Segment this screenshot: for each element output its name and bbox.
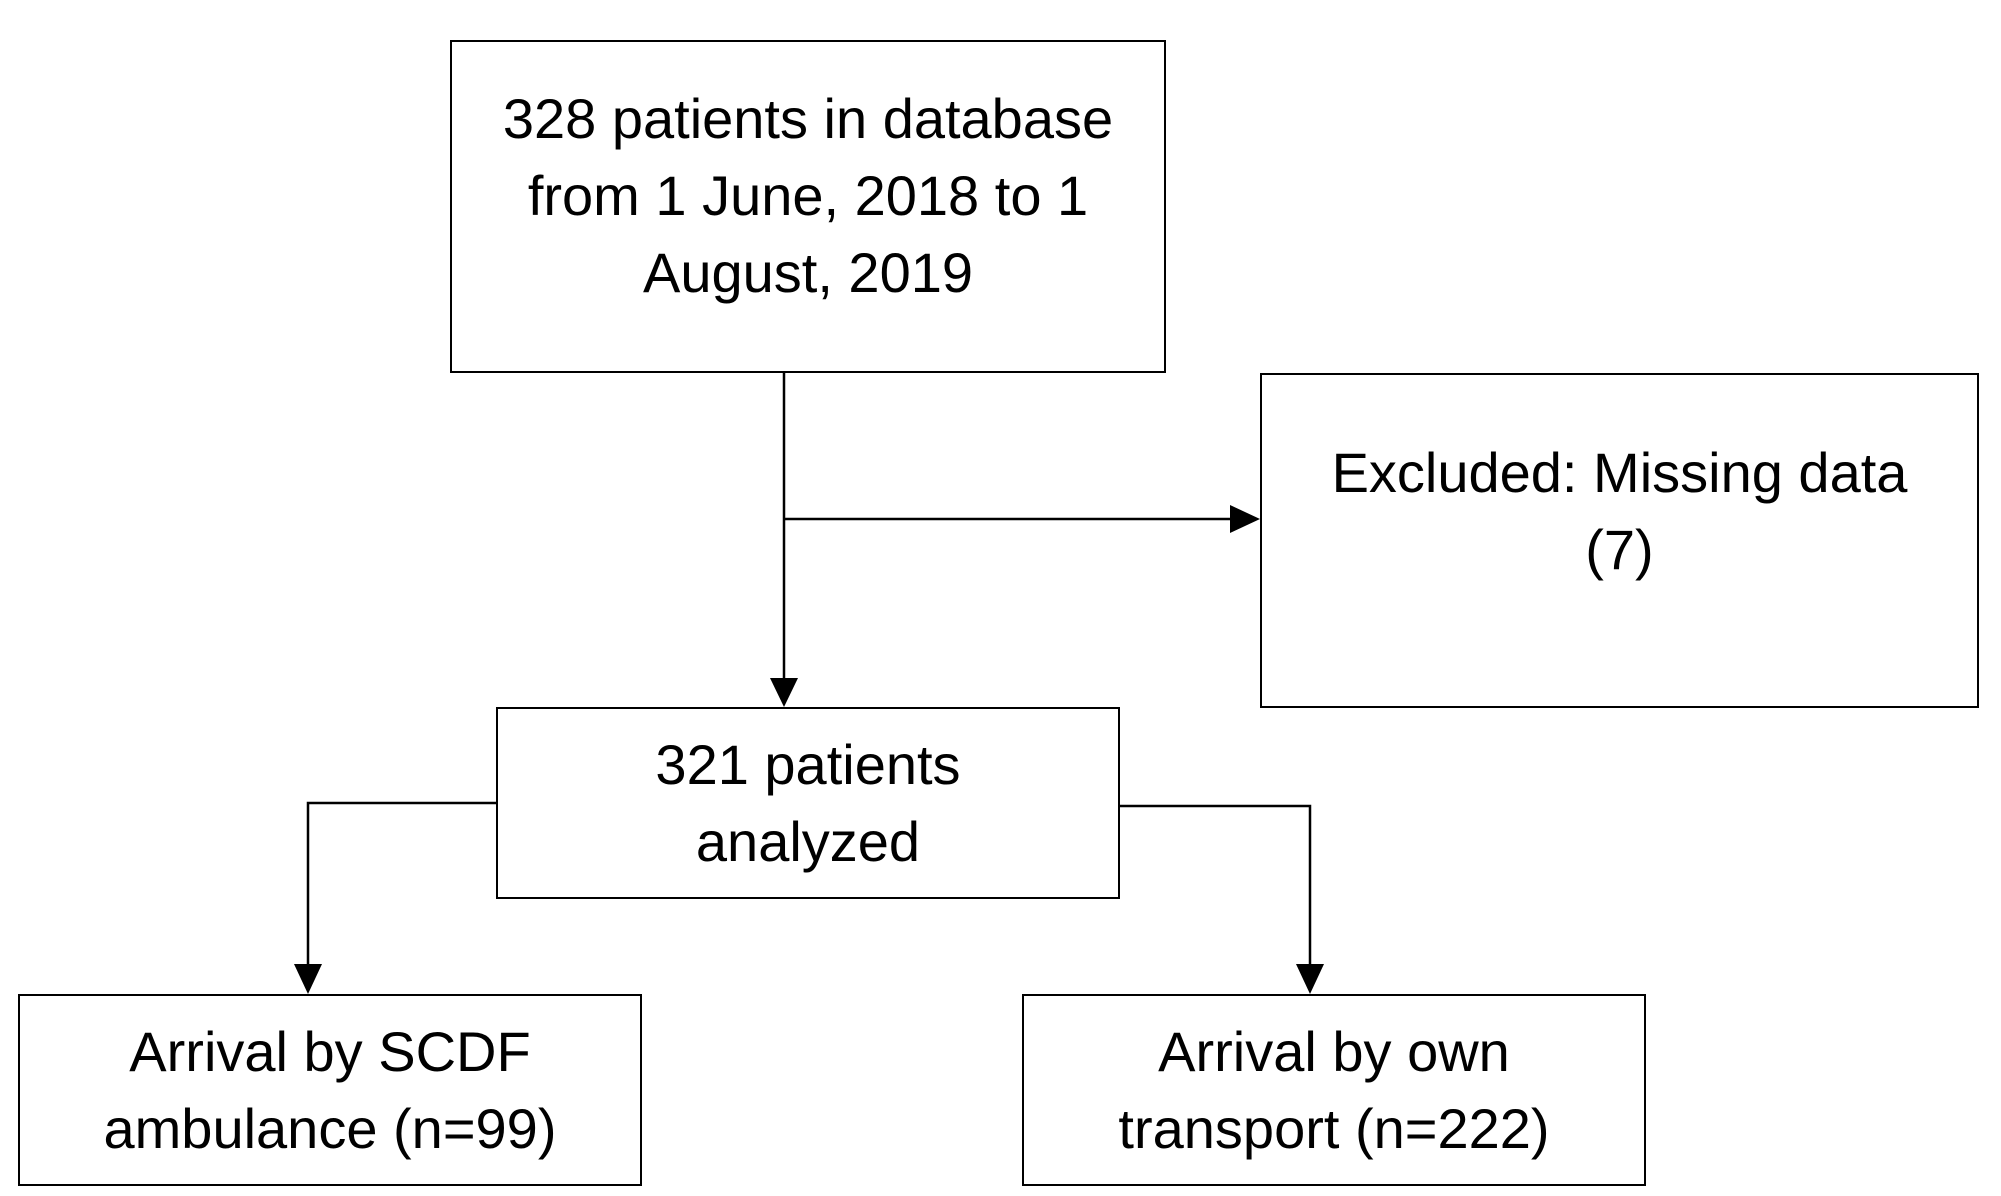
node-own-line-2: transport (n=222) <box>1118 1097 1550 1160</box>
node-database-line-3: August, 2019 <box>642 241 974 304</box>
node-analyzed-line-1: 321 patients <box>655 733 961 796</box>
node-database-line-2: from 1 June, 2018 to 1 <box>527 164 1089 227</box>
node-scdf-ambulance: Arrival by SCDF ambulance (n=99) <box>18 994 642 1186</box>
node-own-line-1: Arrival by own <box>1158 1020 1510 1083</box>
node-database-line-1: 328 patients in database <box>502 87 1114 150</box>
node-excluded-line-1: Excluded: Missing data <box>1331 440 1908 504</box>
node-scdf-line-2: ambulance (n=99) <box>103 1097 557 1160</box>
arrowhead-own <box>1296 964 1324 994</box>
edge-analyzed-to-scdf <box>306 801 496 966</box>
node-excluded: Excluded: Missing data (7) <box>1260 373 1979 708</box>
node-own-transport: Arrival by own transport (n=222) <box>1022 994 1646 1186</box>
node-excluded-line-2: (7) <box>1585 517 1654 581</box>
node-database: 328 patients in database from 1 June, 20… <box>450 40 1166 373</box>
arrowhead-excluded <box>1230 505 1260 533</box>
arrowhead-analyzed <box>770 678 798 707</box>
arrowhead-scdf <box>294 964 322 994</box>
node-scdf-line-1: Arrival by SCDF <box>129 1020 531 1083</box>
edge-analyzed-to-own <box>1120 804 1312 966</box>
node-analyzed-line-2: analyzed <box>695 810 921 873</box>
node-analyzed: 321 patients analyzed <box>496 707 1120 899</box>
